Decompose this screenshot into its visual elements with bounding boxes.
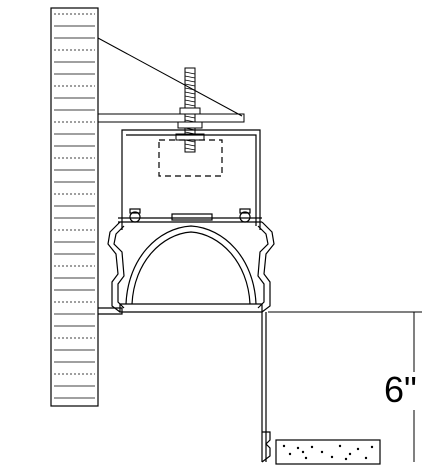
- wall-column: [50, 7, 99, 407]
- drop-panel-clip: [261, 431, 271, 463]
- aggregate-dot: [338, 444, 342, 448]
- fixture-housing: [121, 129, 261, 230]
- diffuser-lens-inner: [131, 231, 251, 305]
- aggregate-dot: [320, 450, 324, 454]
- dimension-label: 6": [384, 369, 417, 410]
- bottom-trim: [119, 303, 263, 313]
- mounting-rail: [118, 217, 262, 223]
- wall-outline: [50, 7, 99, 407]
- nut-upper: [179, 107, 201, 115]
- support-bracket: [97, 37, 245, 123]
- aggregate-dot: [364, 456, 368, 460]
- bracket-top-plate: [97, 113, 245, 123]
- aggregate-dot: [348, 452, 352, 456]
- nut-lower: [177, 121, 203, 129]
- rod-thread: [184, 99, 196, 103]
- drop-panel: [261, 312, 271, 463]
- rod-thread: [184, 83, 196, 87]
- junction-box-hidden: [158, 139, 223, 177]
- clip-screw-left: [129, 208, 141, 223]
- rod-thread: [184, 147, 196, 151]
- slab-outline: [275, 439, 381, 465]
- ceiling-slab: [275, 439, 381, 465]
- aggregate-dot: [296, 446, 300, 450]
- bracket-diagonal: [97, 37, 243, 117]
- clip-screw-right: [239, 208, 251, 223]
- led-strip: [171, 213, 213, 221]
- aggregate-dot: [301, 450, 305, 454]
- extrusion-left: [107, 221, 125, 313]
- slab-aggregate-dots: [282, 444, 374, 461]
- housing-inner: [126, 134, 257, 226]
- diffuser-lens: [125, 225, 257, 305]
- aggregate-dot: [330, 455, 334, 459]
- rod-thread: [184, 71, 196, 75]
- aggregate-dot: [370, 445, 374, 449]
- rod-thread: [184, 103, 196, 107]
- aggregate-dot: [282, 444, 286, 448]
- aggregate-dot: [310, 445, 314, 449]
- rod-thread: [184, 91, 196, 95]
- recessed-linear-light-section: [98, 208, 275, 315]
- wall-hatch-lines: [54, 13, 95, 399]
- rod-thread: [184, 79, 196, 83]
- housing-outer: [121, 129, 261, 230]
- dimension-line: [268, 311, 422, 462]
- rod-thread: [184, 75, 196, 79]
- aggregate-dot: [356, 447, 360, 451]
- aggregate-dot: [288, 452, 292, 456]
- aggregate-dot: [344, 457, 348, 461]
- aggregate-dot: [304, 456, 308, 460]
- rod-thread: [184, 143, 196, 147]
- rod-thread: [184, 115, 196, 119]
- extrusion-right: [257, 221, 275, 313]
- rod-thread: [184, 87, 196, 91]
- rod-thread: [184, 95, 196, 99]
- threaded-rod-hanger-icon: [175, 67, 205, 153]
- wall-flange: [98, 307, 123, 315]
